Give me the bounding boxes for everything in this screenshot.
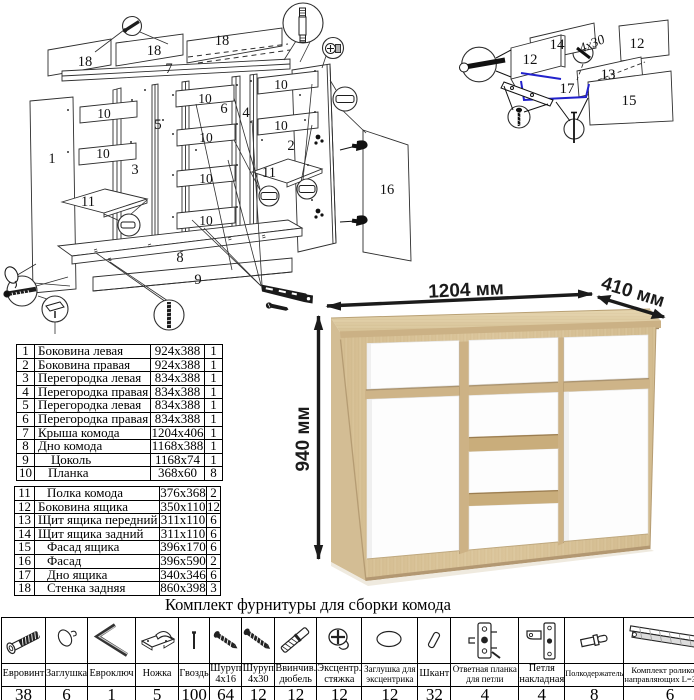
svg-text:10: 10 (97, 106, 111, 121)
svg-text:7: 7 (165, 61, 172, 77)
svg-text:5: 5 (154, 117, 161, 133)
svg-text:6: 6 (220, 101, 227, 117)
svg-text:10: 10 (96, 146, 110, 161)
svg-text:1: 1 (48, 151, 55, 167)
svg-text:1204 мм: 1204 мм (428, 278, 505, 302)
svg-text:940 мм: 940 мм (293, 406, 314, 471)
svg-text:12: 12 (523, 52, 538, 68)
svg-text:18: 18 (215, 33, 230, 49)
svg-text:14: 14 (550, 37, 566, 53)
svg-text:8: 8 (176, 250, 183, 266)
svg-text:18: 18 (78, 54, 93, 70)
svg-text:12: 12 (630, 36, 645, 52)
svg-text:13: 13 (601, 67, 616, 83)
svg-text:10: 10 (199, 130, 213, 145)
svg-text:3: 3 (131, 162, 138, 178)
svg-text:11: 11 (81, 194, 95, 210)
svg-text:9: 9 (194, 272, 201, 288)
svg-text:10: 10 (198, 91, 212, 106)
svg-text:11: 11 (262, 165, 276, 181)
svg-text:2: 2 (287, 138, 294, 154)
svg-text:10: 10 (199, 171, 213, 186)
svg-text:4: 4 (242, 105, 250, 121)
svg-text:16: 16 (380, 182, 395, 198)
svg-text:10: 10 (274, 77, 288, 92)
svg-text:15: 15 (622, 93, 637, 109)
svg-text:17: 17 (560, 81, 576, 97)
svg-text:10: 10 (199, 213, 213, 228)
svg-text:18: 18 (147, 43, 162, 59)
svg-text:10: 10 (274, 118, 288, 133)
